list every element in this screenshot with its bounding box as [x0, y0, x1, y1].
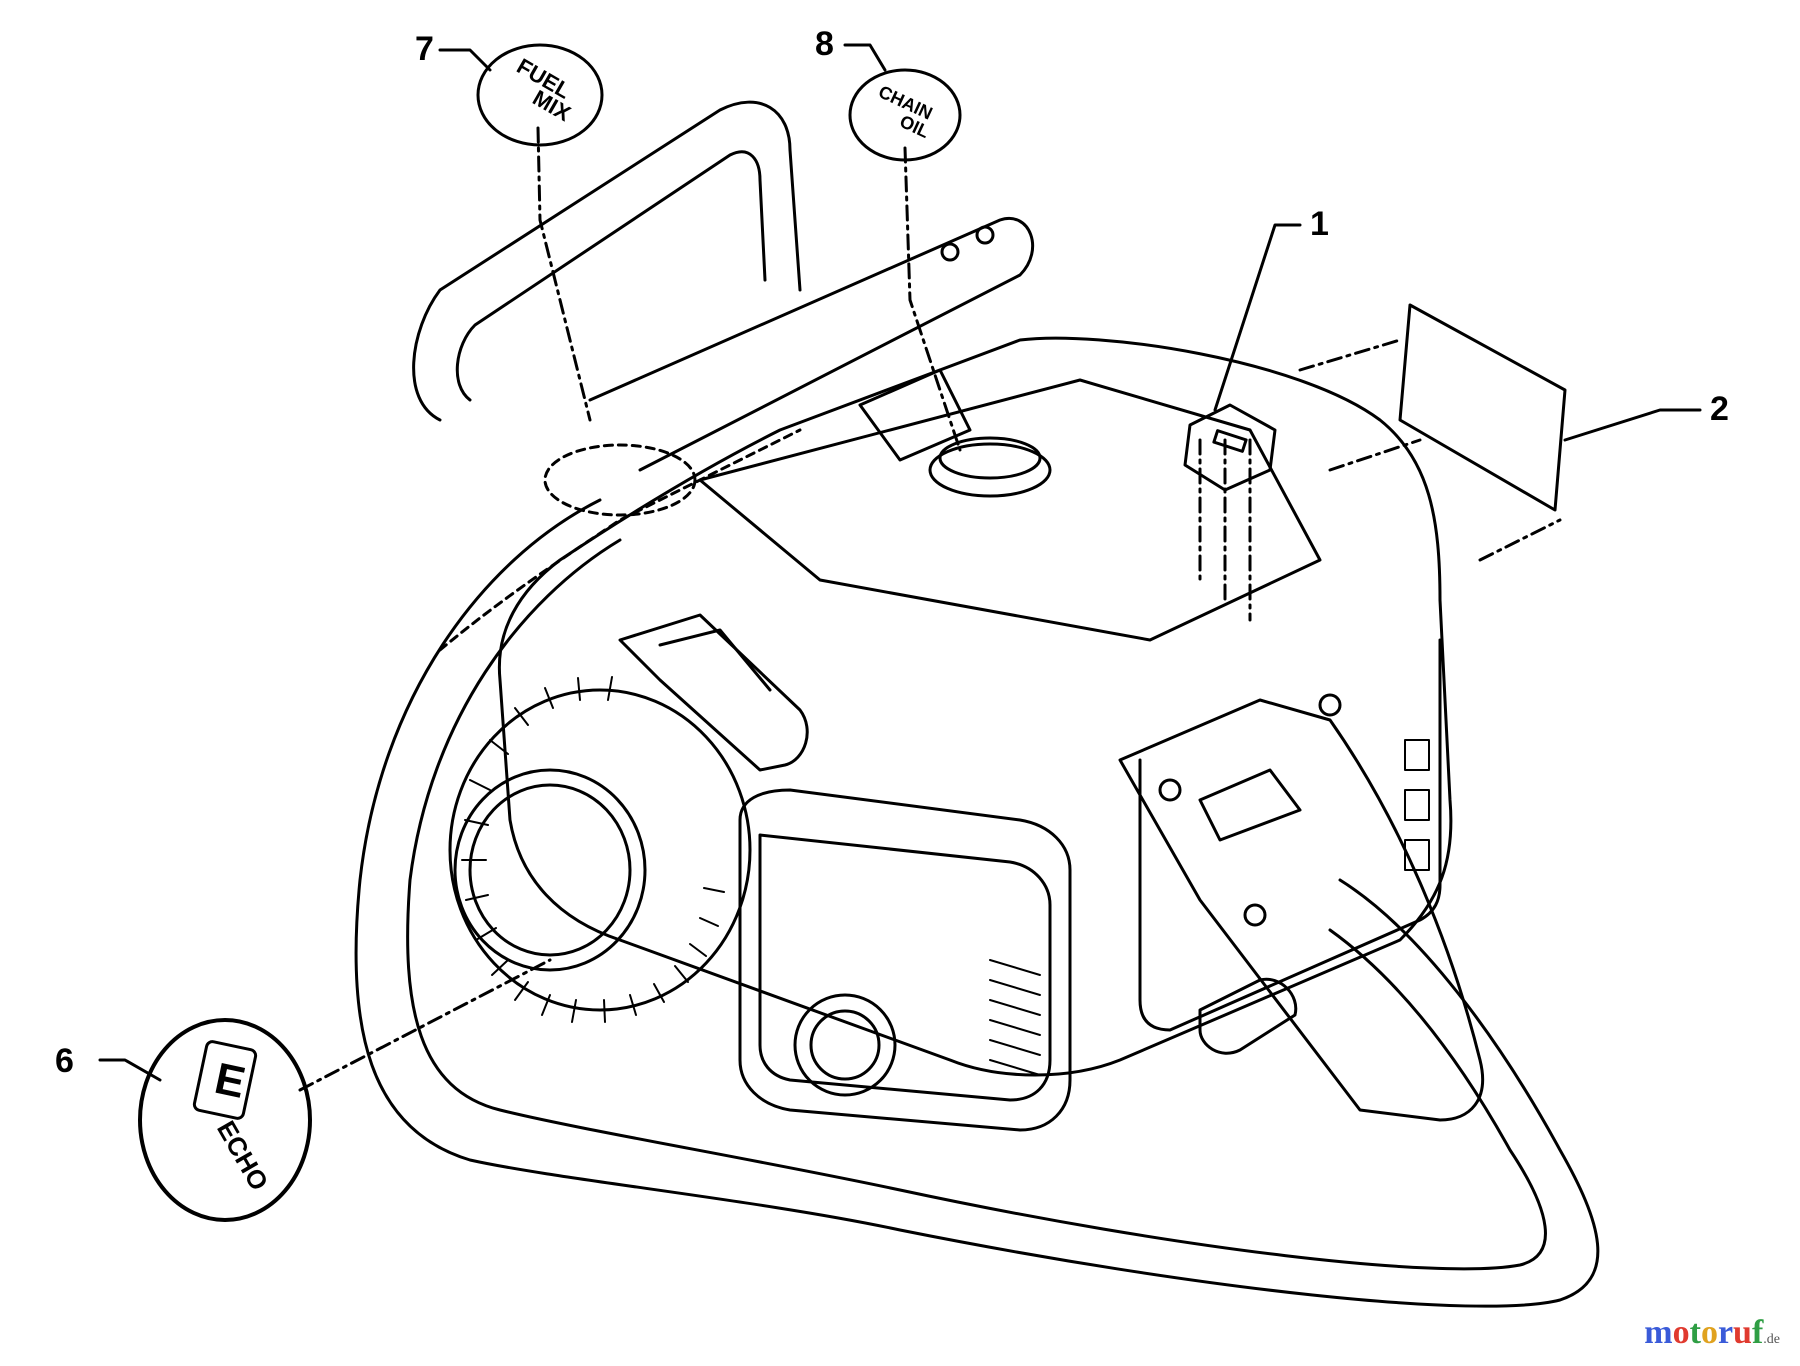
- callout-8: 8: [815, 25, 834, 63]
- side-panel-slots: [1404, 739, 1430, 871]
- starter-cover: [453, 768, 647, 972]
- starter-cover-rim: [468, 783, 632, 957]
- echo-logo-box: [192, 1040, 258, 1120]
- wrap-handle-inner: [406, 538, 1547, 1271]
- top-cover: [698, 378, 1322, 642]
- filter-knob-inner: [809, 1009, 881, 1081]
- echo-logo-word: ECHO: [211, 1115, 275, 1195]
- wrap-handle: [354, 498, 1600, 1308]
- decal-fuel-mix: [476, 43, 604, 147]
- watermark-letter: o: [1700, 1314, 1718, 1351]
- starter-grip: [618, 613, 809, 772]
- watermark-letter: f: [1751, 1314, 1764, 1351]
- rear-grip: [1118, 698, 1485, 1122]
- watermark-letter: o: [1672, 1314, 1690, 1351]
- flywheel-fins: [448, 688, 752, 1012]
- starter-grip-slot: [658, 628, 772, 692]
- oil-cap: [928, 442, 1052, 498]
- leader-7: [536, 126, 592, 422]
- callout-1: 1: [1310, 205, 1329, 243]
- callout-7: 7: [415, 30, 434, 68]
- filter-knob: [793, 993, 897, 1097]
- side-panel: [1138, 638, 1442, 1032]
- decal-1-mark: [1212, 429, 1248, 453]
- engine-body: [497, 336, 1453, 1077]
- watermark-letter: t: [1689, 1314, 1701, 1351]
- decal-1-tag: [1183, 403, 1277, 492]
- air-filter-inner: [758, 833, 1052, 1102]
- panel-bolt-3: [1243, 903, 1267, 927]
- leader-2-lines: [1298, 338, 1562, 562]
- decal-2-label: [1398, 303, 1567, 512]
- handle-tube: [588, 216, 1035, 472]
- leader-line-1: [1213, 223, 1302, 412]
- echo-logo-letter: E: [211, 1054, 250, 1108]
- watermark-letter: u: [1733, 1314, 1752, 1351]
- tube-bolt-1: [975, 225, 995, 245]
- oil-cap-top: [938, 436, 1042, 480]
- watermark-letter: r: [1717, 1314, 1734, 1351]
- panel-bolt-2: [1318, 693, 1342, 717]
- leader-line-8: [843, 43, 887, 72]
- flywheel-fin-marks: [461, 676, 725, 1023]
- filter-vents: [989, 959, 1041, 1076]
- callout-6: 6: [55, 1042, 74, 1080]
- callout-2: 2: [1710, 390, 1729, 428]
- fuel-cap-hidden: [543, 443, 697, 517]
- panel-bolt-1: [1158, 778, 1182, 802]
- leader-6: [298, 958, 552, 1092]
- choke-knob: [1198, 977, 1298, 1055]
- watermark-letter: m: [1644, 1314, 1673, 1351]
- leader-line-2: [1563, 408, 1702, 442]
- decal-chain-oil: [848, 68, 962, 162]
- leader-1-lines: [1198, 438, 1252, 622]
- decal-echo: [138, 1018, 312, 1222]
- trigger: [1198, 768, 1302, 842]
- watermark-logo: motoruf.de: [1644, 1314, 1780, 1352]
- watermark-suffix: .de: [1763, 1332, 1780, 1347]
- fuel-tank-hidden: [438, 428, 802, 652]
- front-handle-inner: [455, 150, 767, 402]
- leader-line-7: [438, 48, 492, 72]
- leader-8: [903, 146, 962, 452]
- tube-bolt-2: [940, 242, 960, 262]
- front-handle: [412, 100, 802, 422]
- oil-bracket: [858, 368, 972, 462]
- air-filter-cover: [738, 788, 1072, 1132]
